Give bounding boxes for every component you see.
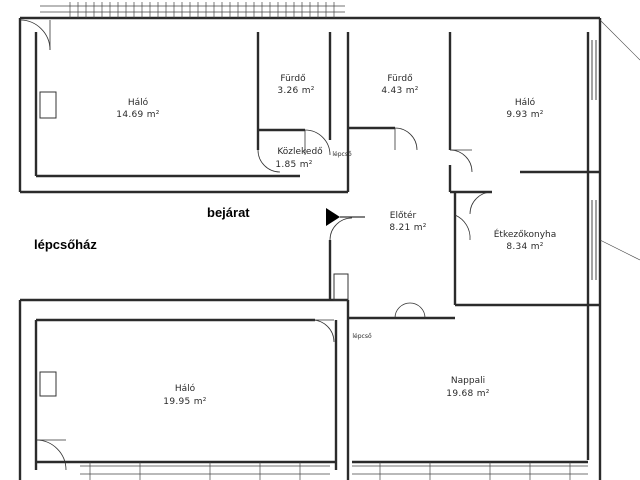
room-area-kozlekedo: 1.85 m²	[275, 160, 313, 170]
room-area-eloter: 8.21 m²	[389, 223, 427, 233]
room-name-kozlekedo: Közlekedő	[277, 147, 323, 157]
stair-label-top: lépcső	[332, 151, 352, 158]
entrance-arrow	[326, 208, 340, 226]
entrance-label: bejárat	[207, 205, 250, 220]
window-right	[591, 19, 640, 280]
window-top-hatch	[40, 2, 345, 18]
window-bottom-hatch	[80, 462, 588, 480]
door-arc-top-left	[19, 19, 51, 51]
room-name-furdo-1: Fürdő	[280, 74, 306, 84]
room-area-halo-bl: 19.95 m²	[163, 397, 207, 407]
room-name-halo-tr: Háló	[514, 98, 536, 108]
room-area-halo-tr: 9.93 m²	[506, 110, 544, 120]
room-area-halo-tl: 14.69 m²	[116, 110, 160, 120]
room-area-furdo-2: 4.43 m²	[381, 86, 419, 96]
room-name-halo-bl: Háló	[174, 384, 196, 394]
room-area-etkezokonyha: 8.34 m²	[506, 242, 544, 252]
room-name-etkezokonyha: Étkezőkonyha	[493, 230, 557, 240]
room-area-furdo-1: 3.26 m²	[277, 86, 315, 96]
room-name-nappali: Nappali	[450, 376, 486, 386]
staircase-label: lépcsőház	[34, 237, 97, 252]
room-name-eloter: Előtér	[389, 211, 417, 221]
room-name-halo-tl: Háló	[127, 98, 149, 108]
room-area-nappali: 19.68 m²	[446, 389, 490, 399]
chimney-boxes	[39, 91, 57, 397]
door-swings	[19, 19, 493, 471]
stair-label-bottom: lépcső	[352, 333, 372, 340]
room-name-furdo-2: Fürdő	[387, 74, 413, 84]
